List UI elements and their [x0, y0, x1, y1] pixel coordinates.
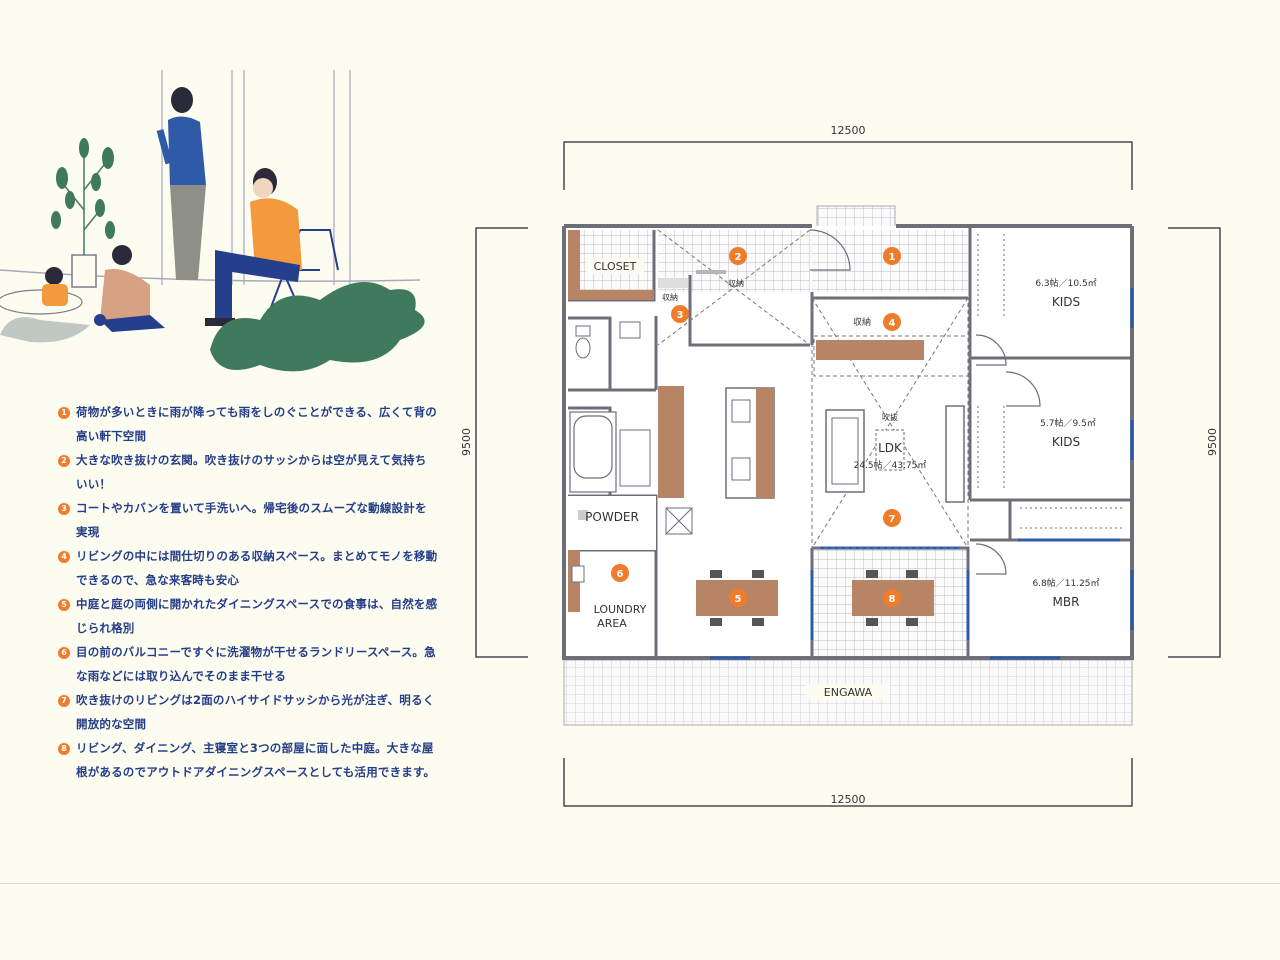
dimension-bottom: 12500: [831, 793, 866, 806]
page-header-band: [0, 0, 1280, 72]
note-marker: 6: [58, 647, 70, 659]
note-text: リビング、ダイニング、主寝室と3つの部屋に面した中庭。大きな屋根があるのでアウト…: [76, 741, 436, 779]
crouching-child-icon: [94, 245, 165, 332]
bathtub: [573, 415, 613, 479]
dimension-right: 9500: [1206, 428, 1219, 456]
storage-label: 収納: [853, 316, 871, 328]
feature-note-4: 4 リビングの中には間仕切りのある収納スペース。まとめてモノを移動できるので、急な…: [58, 549, 438, 592]
note-marker: 7: [58, 695, 70, 707]
room-mbr-area: 6.8帖／11.25㎡: [1032, 577, 1099, 589]
feature-notes-list: 1 荷物が多いときに雨が降っても雨をしのぐことができる、広くて背の高い軒下空間 2…: [58, 405, 438, 789]
kitchen-storage-label: 収納: [728, 278, 744, 288]
svg-text:4: 4: [889, 318, 896, 329]
storage-cabinet: [816, 340, 924, 360]
plan-marker-4: 4: [883, 313, 901, 331]
dimension-left: 9500: [460, 428, 473, 456]
sitting-man-icon: [205, 168, 339, 326]
feature-note-2: 2 大きな吹き抜けの玄関。吹き抜けのサッシからは空が見えて気持ちいい！: [58, 453, 438, 496]
svg-text:7: 7: [889, 514, 896, 525]
wash-basin: [619, 321, 641, 339]
note-marker: 8: [58, 743, 70, 755]
entry-storage-label: 収納: [662, 292, 678, 302]
bush-icon: [0, 282, 425, 372]
bedroom-closets: [977, 234, 1124, 529]
room-laundry-label-2: AREA: [597, 617, 627, 630]
dimension-top: 12500: [831, 124, 866, 137]
note-text: 大きな吹き抜けの玄関。吹き抜けのサッシからは空が見えて気持ちいい！: [76, 453, 427, 491]
tv-stand: [945, 405, 965, 503]
note-marker: 4: [58, 551, 70, 563]
note-marker: 3: [58, 503, 70, 515]
family-illustration: [0, 70, 425, 372]
plan-marker-8: 8: [883, 589, 901, 607]
floor-plan: 12500 12500 9500 9500 ENGAWA: [460, 124, 1221, 807]
room-ldk-label: LDK: [878, 441, 903, 455]
room-powder-label: POWDER: [585, 510, 639, 524]
plan-marker-1: 1: [883, 247, 901, 265]
plan-marker-7: 7: [883, 509, 901, 527]
note-marker: 5: [58, 599, 70, 611]
page-bottom-rule: [0, 883, 1280, 884]
svg-text:8: 8: [889, 594, 896, 605]
kitchen-counter-back: [658, 386, 684, 498]
room-kids2-label: KIDS: [1052, 435, 1080, 449]
svg-text:2: 2: [735, 252, 742, 263]
ldk-sub-label: 吹抜: [882, 412, 898, 422]
note-marker: 1: [58, 407, 70, 419]
feature-note-3: 3 コートやカバンを置いて手洗いへ。帰宅後のスムーズな動線設計を実現: [58, 501, 438, 544]
porch-tile: [816, 205, 896, 229]
note-text: 吹き抜けのリビングは2面のハイサイドサッシから光が注ぎ、明るく開放的な空間: [76, 693, 435, 731]
plan-marker-2: 2: [729, 247, 747, 265]
plan-markers: 1 2 3 4 5 6 7 8: [611, 247, 901, 607]
note-text: 中庭と庭の両側に開かれたダイニングスペースでの食事は、自然を感じられ格別: [76, 597, 438, 635]
room-laundry-label-1: LOUNDRY: [594, 603, 647, 616]
feature-note-8: 8 リビング、ダイニング、主寝室と3つの部屋に面した中庭。大きな屋根があるのでアウ…: [58, 741, 438, 784]
note-text: リビングの中には間仕切りのある収納スペース。まとめてモノを移動できるので、急な来…: [76, 549, 438, 587]
plan-marker-6: 6: [611, 564, 629, 582]
plan-marker-5: 5: [729, 589, 747, 607]
door-swings: [809, 229, 1041, 575]
room-kids2-area: 5.7帖／9.5㎡: [1040, 417, 1096, 429]
room-mbr-label: MBR: [1053, 595, 1080, 609]
note-text: 目の前のバルコニーですぐに洗濯物が干せるランドリースペース。急な雨などには取り込…: [76, 645, 436, 683]
room-kids1-area: 6.3帖／10.5㎡: [1035, 277, 1096, 289]
room-closet-label: CLOSET: [594, 260, 637, 273]
note-marker: 2: [58, 455, 70, 467]
room-kids1-label: KIDS: [1052, 295, 1080, 309]
engawa-label: ENGAWA: [824, 686, 873, 699]
standing-woman-icon: [156, 87, 206, 280]
void-markers: [657, 229, 971, 549]
plan-marker-3: 3: [671, 305, 689, 323]
svg-text:1: 1: [889, 252, 896, 263]
svg-text:5: 5: [735, 594, 742, 605]
lying-child-icon: [0, 267, 83, 315]
svg-text:6: 6: [617, 569, 624, 580]
feature-note-6: 6 目の前のバルコニーですぐに洗濯物が干せるランドリースペース。急な雨などには取り…: [58, 645, 438, 688]
plant-icon: [51, 138, 115, 288]
feature-note-5: 5 中庭と庭の両側に開かれたダイニングスペースでの食事は、自然を感じられ格別: [58, 597, 438, 640]
feature-note-1: 1 荷物が多いときに雨が降っても雨をしのぐことができる、広くて背の高い軒下空間: [58, 405, 438, 448]
note-text: 荷物が多いときに雨が降っても雨をしのぐことができる、広くて背の高い軒下空間: [76, 405, 437, 443]
note-text: コートやカバンを置いて手洗いへ。帰宅後のスムーズな動線設計を実現: [76, 501, 427, 539]
room-ldk-area: 24.5帖／43.75㎡: [854, 459, 927, 471]
svg-text:3: 3: [677, 310, 684, 321]
toilet-icon: [575, 325, 591, 359]
feature-note-7: 7 吹き抜けのリビングは2面のハイサイドサッシから光が注ぎ、明るく開放的な空間: [58, 693, 438, 736]
dimension-lines: [475, 141, 1221, 807]
